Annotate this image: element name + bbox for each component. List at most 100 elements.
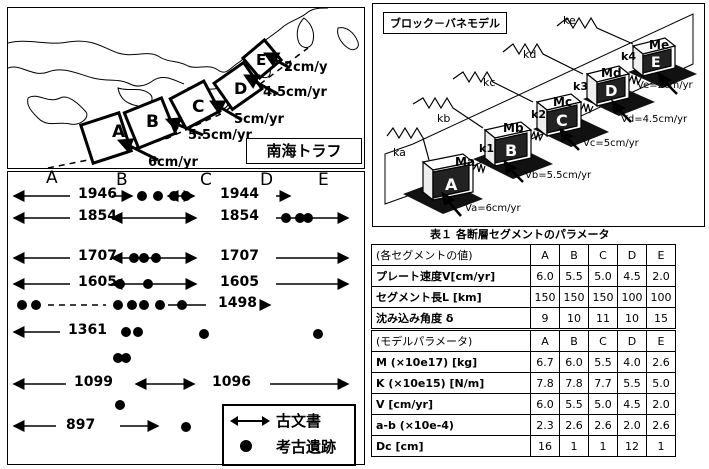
block-letter-b: B [505,141,517,160]
block-e [631,37,677,78]
mass-label-c: Mc [553,95,572,109]
spring-label-k3: k3 [573,80,588,93]
velocity-label-vd: Vd=4.5cm/yr [621,114,688,125]
mass-label-d: Md [601,66,622,80]
row-label: K (×10e15) [N/m] [371,372,531,394]
year-1944: 1944 [220,186,259,202]
block-c [535,93,583,138]
cell: 100 [617,286,647,308]
spring-label-ke: ke [563,14,576,27]
year-1946: 1946 [78,186,117,202]
block-b [483,121,533,168]
cell: 100 [646,286,676,308]
year-1096: 1096 [212,374,251,390]
cell: 6.7 [530,351,560,373]
cell: 5.0 [646,372,676,394]
col-header-c: C [588,244,618,266]
timeline-header-d: D [260,170,274,190]
cell: 2.6 [646,351,676,373]
mass-label-b: Mb [503,121,524,135]
year-1605-left: 1605 [78,274,117,290]
spring-label-kb: kb [437,112,450,125]
row-label: V [cm/yr] [371,393,531,415]
cell: 2.0 [646,265,676,287]
cell: 5.0 [588,393,618,415]
cell: 1 [646,435,676,457]
table-row: プレート速度V[cm/yr] 6.0 5.5 5.0 4.5 2.0 [371,265,676,287]
year-1605-right: 1605 [220,274,259,290]
col-header-b: B [559,244,589,266]
timeline-header-c: C [200,170,212,190]
legend-arrow-icon [230,416,270,426]
mass-label-a: Ma [455,155,475,169]
japan-map: A B C D E 6cm/yr 5.5cm/yr 5cm/yr 4.5cm/y… [8,8,359,168]
cell: 15 [646,307,676,329]
timeline-graphic [12,190,350,432]
cell: 150 [530,286,560,308]
cell: 11 [588,307,618,329]
map-velocity-c: 5cm/yr [234,112,285,127]
year-1498: 1498 [218,295,257,311]
block-letter-e: E [651,55,661,71]
mass-label-e: Me [649,38,669,52]
year-1099: 1099 [74,374,113,390]
spring-label-k1: k1 [479,142,494,155]
cell: 2.0 [646,393,676,415]
cell: 9 [530,307,560,329]
cell: 16 [530,435,560,457]
map-seg-label-c: C [192,97,204,117]
cell: 6.0 [530,265,560,287]
spring-label-ka: ka [393,146,406,159]
cell: 4.5 [617,265,647,287]
block-d [585,65,631,108]
map-velocity-d: 4.5cm/yr [263,85,328,100]
segment-box-a [78,110,134,166]
cell: 150 [559,286,589,308]
table-row: (モデルパラメータ) A B C D E [371,330,676,352]
year-897: 897 [66,417,96,433]
cell: 10 [559,307,589,329]
block-letter-a: A [445,175,458,194]
cell: 5.5 [588,351,618,373]
row-label: プレート速度V[cm/yr] [371,265,531,287]
map-velocity-a: 6cm/yr [148,155,199,168]
map-seg-label-d: D [234,79,247,98]
year-1854-right: 1854 [220,208,259,224]
nankai-trough-label: 南海トラフ [246,138,362,164]
map-seg-label-e: E [256,51,266,69]
row-label: 沈み込み角度 δ [371,307,531,329]
cell: 1 [559,435,589,457]
cell: 6.0 [530,393,560,415]
model-parameters-table: (モデルパラメータ) A B C D E M (×10e17) [kg] 6.7… [371,330,676,457]
table-row: M (×10e17) [kg] 6.7 6.0 5.5 4.0 2.6 [371,351,676,373]
section2-header: (モデルパラメータ) [371,330,531,352]
segment-values-table: (各セグメントの値) A B C D E プレート速度V[cm/yr] 6.0 … [371,244,676,329]
col-header-a: A [530,330,560,352]
legend-dot-label: 考古遺跡 [276,438,337,456]
spring-label-k2: k2 [531,108,546,121]
year-1707-left: 1707 [78,248,117,264]
cell: 2.0 [617,414,647,436]
col-header-c: C [588,330,618,352]
model-title: ブロック－バネモデル [383,12,507,34]
map-velocity-e: 2cm/y [284,60,328,75]
velocity-label-vc: Vc=5cm/yr [583,138,640,149]
spring-label-k4: k4 [621,50,636,63]
legend-box: 古文書 考古遺跡 [222,404,356,466]
block-spring-model-panel: ブロック－バネモデル [372,3,705,227]
cell: 2.6 [588,414,618,436]
cell: 6.0 [559,351,589,373]
cell: 12 [617,435,647,457]
legend-arrow-label: 古文書 [276,412,322,430]
table-row: V [cm/yr] 6.0 5.5 5.0 4.5 2.0 [371,393,676,415]
segment-box-b [122,95,178,151]
block-spring-diagram: Ma Mb Mc Md Me A B C D E ka kb kc kd ke … [384,13,697,217]
cell: 7.8 [559,372,589,394]
table-title: 表１ 各断層セグメントのパラメータ [430,228,610,241]
row-label: セグメント長L [km] [371,286,531,308]
row-label: a-b (×10e-4) [371,414,531,436]
col-header-d: D [617,244,647,266]
table-row: 沈み込み角度 δ 9 10 11 10 15 [371,307,676,329]
table-row: セグメント長L [km] 150 150 150 100 100 [371,286,676,308]
cell: 2.6 [646,414,676,436]
